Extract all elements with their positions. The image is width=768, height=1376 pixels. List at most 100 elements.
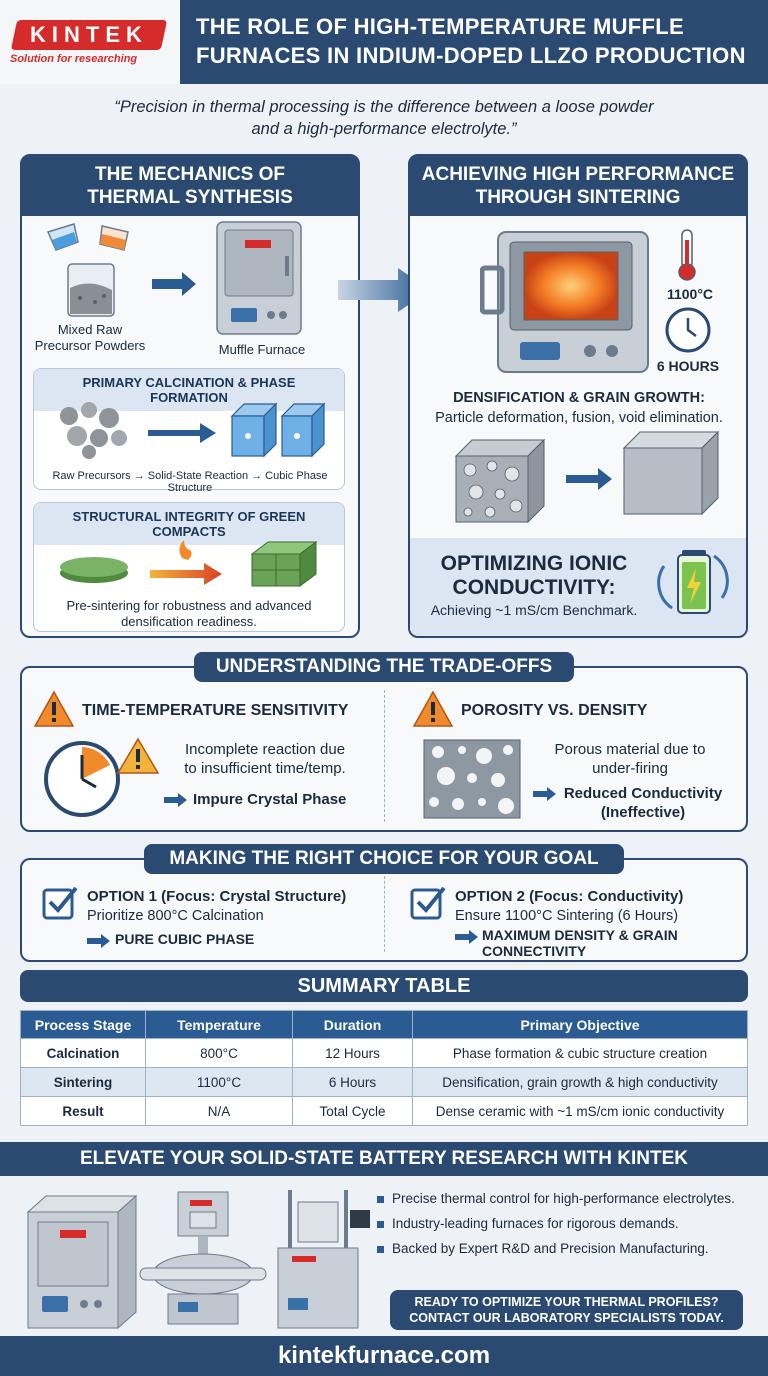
table-row: Sintering 1100°C 6 Hours Densification, … (20, 1067, 748, 1097)
green-pellet-icon (60, 557, 128, 583)
porosity-result: Reduced Conductivity (Ineffective) (558, 784, 728, 822)
porosity-text: Porous material due to under-firing (530, 740, 730, 778)
page-title: THE ROLE OF HIGH-TEMPERATURE MUFFLE FURN… (196, 12, 761, 70)
muffle-furnace-icon[interactable] (215, 220, 303, 338)
time-temp-text-line-1: Incomplete reaction due (184, 741, 346, 758)
promo-bullets: Precise thermal control for high-perform… (377, 1186, 749, 1261)
bullet-text: Backed by Expert R&D and Precision Manuf… (392, 1241, 709, 1256)
summary-table: Process Stage Temperature Duration Prima… (20, 1010, 748, 1126)
divider (384, 690, 385, 822)
option1-text: Prioritize 800°C Calcination (87, 908, 264, 924)
ionic-title-line-1: OPTIMIZING IONIC (440, 552, 628, 575)
mechanics-title: THE MECHANICS OF THERMAL SYNTHESIS (22, 156, 358, 216)
densification-text: Particle deformation, fusion, void elimi… (435, 410, 723, 426)
option2-result-line-2: CONNECTIVITY (482, 943, 587, 959)
battery-icon (657, 550, 729, 614)
sintering-title: ACHIEVING HIGH PERFORMANCE THROUGH SINTE… (410, 156, 746, 216)
raw-particles-icon (60, 402, 127, 459)
sintering-title-line-2: THROUGH SINTERING (475, 187, 681, 208)
table-header-row: Process Stage Temperature Duration Prima… (20, 1010, 748, 1039)
bullet-text: Precise thermal control for high-perform… (392, 1191, 735, 1206)
sintering-furnace-icon[interactable] (480, 228, 650, 376)
kintek-logo[interactable]: KINTEK (10, 20, 168, 50)
table-cell: Sintering (20, 1067, 146, 1097)
checkbox-icon (410, 886, 446, 920)
integrity-title: STRUCTURAL INTEGRITY OF GREEN COMPACTS (34, 503, 344, 545)
table-cell: 6 Hours (292, 1067, 413, 1097)
bullet-text: Industry-leading furnaces for rigorous d… (392, 1216, 679, 1231)
integrity-caption: Pre-sintering for robustness and advance… (40, 598, 338, 630)
time-temp-result: Impure Crystal Phase (193, 791, 347, 808)
porosity-text-line-2: under-firing (592, 760, 668, 777)
sintering-hours: 6 HOURS (656, 358, 720, 374)
densification-title: DENSIFICATION & GRAIN GROWTH: (453, 390, 705, 406)
arrow-right-icon (148, 423, 216, 443)
bullet-item: Precise thermal control for high-perform… (377, 1186, 749, 1211)
bullet-square-icon (377, 1245, 384, 1253)
green-compact-icon (250, 541, 318, 587)
time-temp-title: TIME-TEMPERATURE SENSITIVITY (82, 702, 349, 719)
promo-title: ELEVATE YOUR SOLID-STATE BATTERY RESEARC… (0, 1142, 768, 1176)
header-temperature: Temperature (145, 1010, 293, 1039)
quote: “Precision in thermal processing is the … (20, 96, 748, 140)
quote-line-2: and a high-performance electrolyte.” (251, 120, 517, 138)
header-duration: Duration (292, 1010, 413, 1039)
arrow-right-icon (87, 934, 110, 948)
arrow-right-icon (566, 468, 612, 490)
table-cell: 12 Hours (292, 1038, 413, 1068)
clock-icon (665, 307, 711, 353)
bullet-item: Industry-leading furnaces for rigorous d… (377, 1211, 749, 1236)
furnace-label: Muffle Furnace (218, 342, 306, 357)
option1-result: PURE CUBIC PHASE (115, 931, 255, 947)
option2-result-line-1: MAXIMUM DENSITY & GRAIN (482, 927, 678, 943)
table-cell: Dense ceramic with ~1 mS/cm ionic conduc… (412, 1096, 748, 1126)
arrow-right-icon (152, 272, 196, 296)
option2-text: Ensure 1100°C Sintering (6 Hours) (455, 908, 679, 924)
porosity-result-line-1: Reduced Conductivity (563, 785, 723, 802)
table-cell: Total Cycle (292, 1096, 413, 1126)
time-temp-text-line-2: to insufficient time/temp. (184, 760, 346, 777)
option1-title: OPTION 1 (Focus: Crystal Structure) (87, 888, 347, 905)
powders-label: Mixed Raw Precursor Powders (34, 322, 146, 354)
header-process-stage: Process Stage (20, 1010, 146, 1039)
contact-cta-button[interactable]: READY TO OPTIMIZE YOUR THERMAL PROFILES?… (390, 1290, 743, 1330)
summary-title: SUMMARY TABLE (20, 970, 748, 1002)
time-temp-text: Incomplete reaction due to insufficient … (160, 740, 370, 778)
summary-table-grid: Process Stage Temperature Duration Prima… (20, 1010, 748, 1126)
table-cell: 1100°C (145, 1067, 293, 1097)
logo-tagline: Solution for researching (10, 53, 138, 65)
arrow-right-icon (455, 930, 478, 944)
table-cell: N/A (145, 1096, 293, 1126)
calcination-caption: Raw Precursors → Solid-State Reaction → … (52, 470, 328, 494)
arrow-right-icon (164, 793, 187, 807)
title-line-2: FURNACES IN INDIUM-DOPED LLZO PRODUCTION (196, 43, 746, 68)
logo-area: KINTEK Solution for researching (0, 0, 180, 84)
quote-line-1: “Precision in thermal processing is the … (114, 98, 654, 116)
porosity-title: POROSITY VS. DENSITY (461, 702, 648, 719)
table-cell: 800°C (145, 1038, 293, 1068)
powders-label-line-1: Mixed Raw (57, 322, 123, 337)
cta-line-1: READY TO OPTIMIZE YOUR THERMAL PROFILES? (414, 1295, 719, 1309)
timer-warning-icon (44, 737, 160, 817)
option2-result: MAXIMUM DENSITY & GRAIN CONNECTIVITY (482, 927, 678, 959)
integrity-caption-line-2: densification readiness. (121, 614, 257, 629)
ionic-title-line-2: CONDUCTIVITY: (452, 576, 616, 599)
table-row: Result N/A Total Cycle Dense ceramic wit… (20, 1096, 748, 1126)
checkbox-icon (42, 886, 78, 920)
integrity-caption-line-1: Pre-sintering for robustness and advance… (66, 598, 312, 613)
beakers-icon (46, 223, 129, 317)
website-link[interactable]: kintekfurnace.com (0, 1336, 768, 1376)
porosity-result-line-2: (Ineffective) (600, 804, 686, 821)
tube-furnace-icon (139, 1191, 267, 1325)
vacuum-furnace-icon (277, 1190, 370, 1329)
porosity-text-line-1: Porous material due to (554, 741, 706, 758)
header-primary-objective: Primary Objective (412, 1010, 748, 1039)
flame-arrow-icon (150, 540, 222, 585)
table-cell: Phase formation & cubic structure creati… (412, 1038, 748, 1068)
choice-title: MAKING THE RIGHT CHOICE FOR YOUR GOAL (144, 844, 624, 874)
cta-line-2: CONTACT OUR LABORATORY SPECIALISTS TODAY… (409, 1311, 724, 1325)
ionic-title: OPTIMIZING IONIC CONDUCTIVITY: (424, 552, 644, 600)
dense-cube-icon (622, 430, 720, 516)
thermometer-icon (678, 229, 696, 281)
table-cell: Densification, grain growth & high condu… (412, 1067, 748, 1097)
